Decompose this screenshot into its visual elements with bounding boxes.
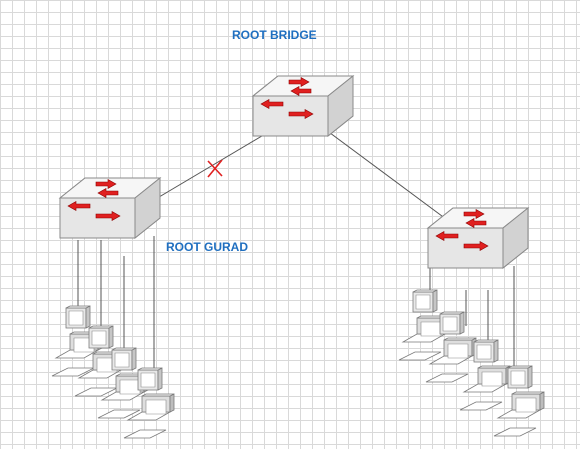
root-bridge-label: ROOT BRIDGE <box>232 28 317 42</box>
right-pc-group <box>398 289 545 437</box>
left-access-links <box>77 236 155 390</box>
root-guard-label: ROOT GURAD <box>166 240 248 254</box>
left-pc-group <box>51 305 175 439</box>
link-root-to-left <box>148 126 278 204</box>
link-root-to-right <box>321 126 451 223</box>
root-bridge-switch-icon <box>252 75 354 137</box>
left-switch-icon <box>59 177 161 239</box>
right-access-links <box>429 266 515 372</box>
blocked-port-x-icon <box>207 159 223 178</box>
right-switch-icon <box>427 207 529 269</box>
uplink-lines <box>148 126 451 223</box>
